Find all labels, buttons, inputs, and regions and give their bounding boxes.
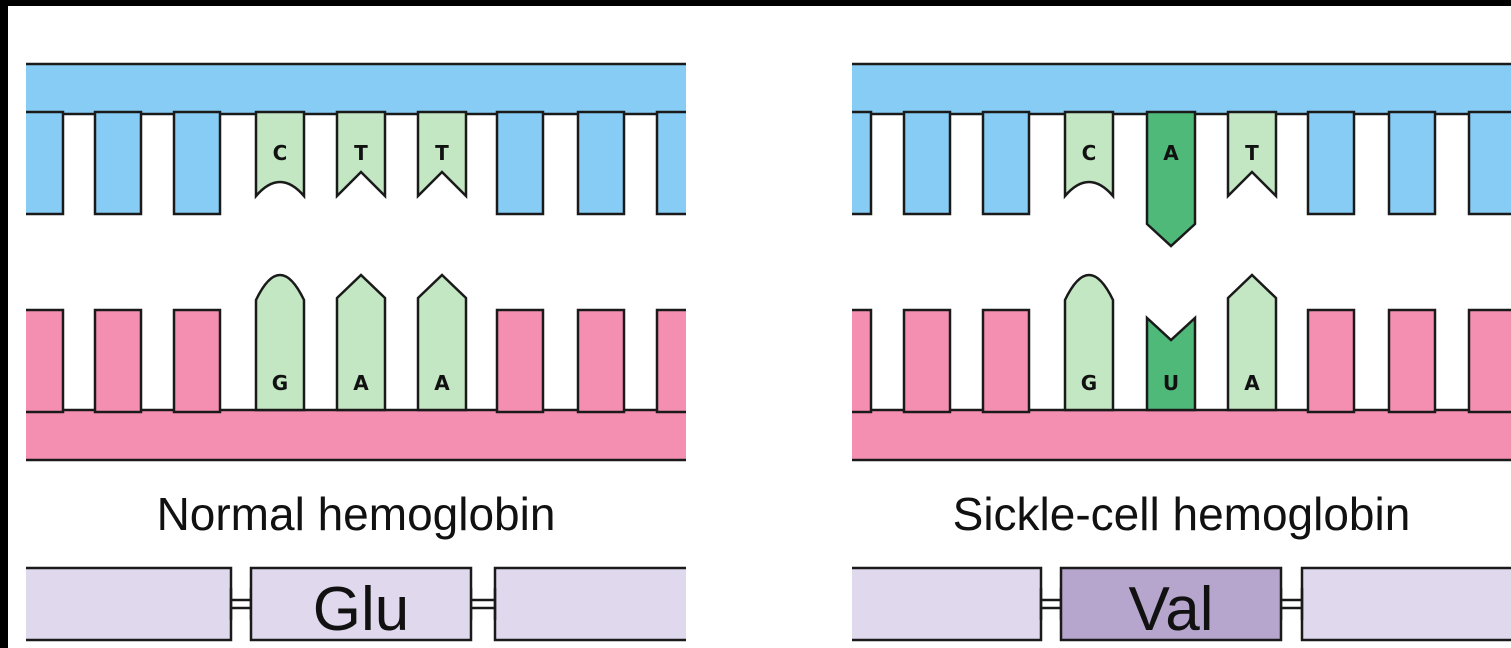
rna-base-letter: G bbox=[272, 371, 288, 395]
dna-backbone-rung bbox=[93, 110, 143, 216]
dna-backbone-rung bbox=[576, 110, 626, 216]
template-base-t bbox=[416, 110, 468, 200]
dna-backbone-rung bbox=[902, 110, 952, 216]
rna-base-letter: A bbox=[434, 371, 450, 395]
rna-base-g bbox=[1063, 273, 1115, 412]
dna-backbone-rung bbox=[1387, 110, 1437, 216]
rna-backbone-rung bbox=[172, 308, 222, 414]
protein-segment-right bbox=[1300, 566, 1511, 642]
dna-backbone-rung bbox=[26, 110, 65, 216]
panel-caption: Sickle-cell hemoglobin bbox=[953, 488, 1411, 540]
dna-backbone-rung bbox=[495, 110, 545, 216]
template-base-c bbox=[1063, 110, 1115, 200]
sickle-cell-hemoglobin-panel: C A T G U A Val Sickle-cell hemoglobin bbox=[852, 62, 1511, 644]
template-base-t bbox=[1226, 110, 1278, 200]
template-base-letter: T bbox=[1245, 141, 1259, 165]
rna-backbone-rung bbox=[852, 308, 873, 414]
rna-backbone-rung bbox=[1387, 308, 1437, 414]
rna-base-letter: A bbox=[353, 371, 369, 395]
rna-backbone-rung bbox=[93, 308, 143, 414]
protein-segment-right bbox=[493, 566, 686, 642]
dna-template-strand-backbone bbox=[852, 62, 1511, 116]
amino-acid-label: Glu bbox=[313, 575, 409, 644]
dna-backbone-rung bbox=[1467, 110, 1511, 216]
amino-acid-box bbox=[1059, 566, 1283, 642]
protein-segment-left bbox=[26, 566, 233, 642]
dna-backbone-rung bbox=[172, 110, 222, 216]
template-base-letter: A bbox=[1163, 141, 1179, 165]
dna-template-strand-backbone bbox=[26, 62, 686, 116]
protein-segment-left bbox=[852, 566, 1043, 642]
rna-strand-backbone bbox=[26, 408, 686, 462]
image-border-top bbox=[0, 0, 1511, 6]
rna-base-a bbox=[335, 273, 387, 412]
dna-backbone-rung bbox=[981, 110, 1031, 216]
normal-hemoglobin-panel: C T T G A A Glu Normal hemoglobin bbox=[26, 62, 686, 644]
amino-acid-label: Val bbox=[1128, 575, 1213, 644]
rna-base-a bbox=[1226, 273, 1278, 412]
template-base-letter: C bbox=[1082, 141, 1097, 165]
rna-base-letter: G bbox=[1081, 371, 1097, 395]
rna-backbone-rung bbox=[981, 308, 1031, 414]
rna-base-a bbox=[416, 273, 468, 412]
dna-backbone-rung bbox=[1306, 110, 1356, 216]
panel-caption: Normal hemoglobin bbox=[157, 488, 556, 540]
rna-base-letter: U bbox=[1163, 371, 1179, 395]
template-base-letter: T bbox=[354, 141, 368, 165]
template-base-letter: C bbox=[273, 141, 288, 165]
rna-base-letter: A bbox=[1244, 371, 1260, 395]
template-base-a bbox=[1145, 110, 1197, 248]
rna-base-g bbox=[254, 273, 306, 412]
dna-backbone-rung bbox=[655, 110, 686, 216]
rna-backbone-rung bbox=[902, 308, 952, 414]
rna-backbone-rung bbox=[576, 308, 626, 414]
rna-backbone-rung bbox=[1467, 308, 1511, 414]
template-base-c bbox=[254, 110, 306, 200]
image-border-left bbox=[0, 0, 8, 648]
rna-backbone-rung bbox=[26, 308, 65, 414]
rna-backbone-rung bbox=[495, 308, 545, 414]
rna-backbone-rung bbox=[655, 308, 686, 414]
amino-acid-box bbox=[249, 566, 473, 642]
template-base-t bbox=[335, 110, 387, 200]
rna-backbone-rung bbox=[1306, 308, 1356, 414]
template-base-letter: T bbox=[435, 141, 449, 165]
rna-base-u bbox=[1145, 315, 1197, 412]
rna-strand-backbone bbox=[852, 408, 1511, 462]
dna-backbone-rung bbox=[852, 110, 873, 216]
